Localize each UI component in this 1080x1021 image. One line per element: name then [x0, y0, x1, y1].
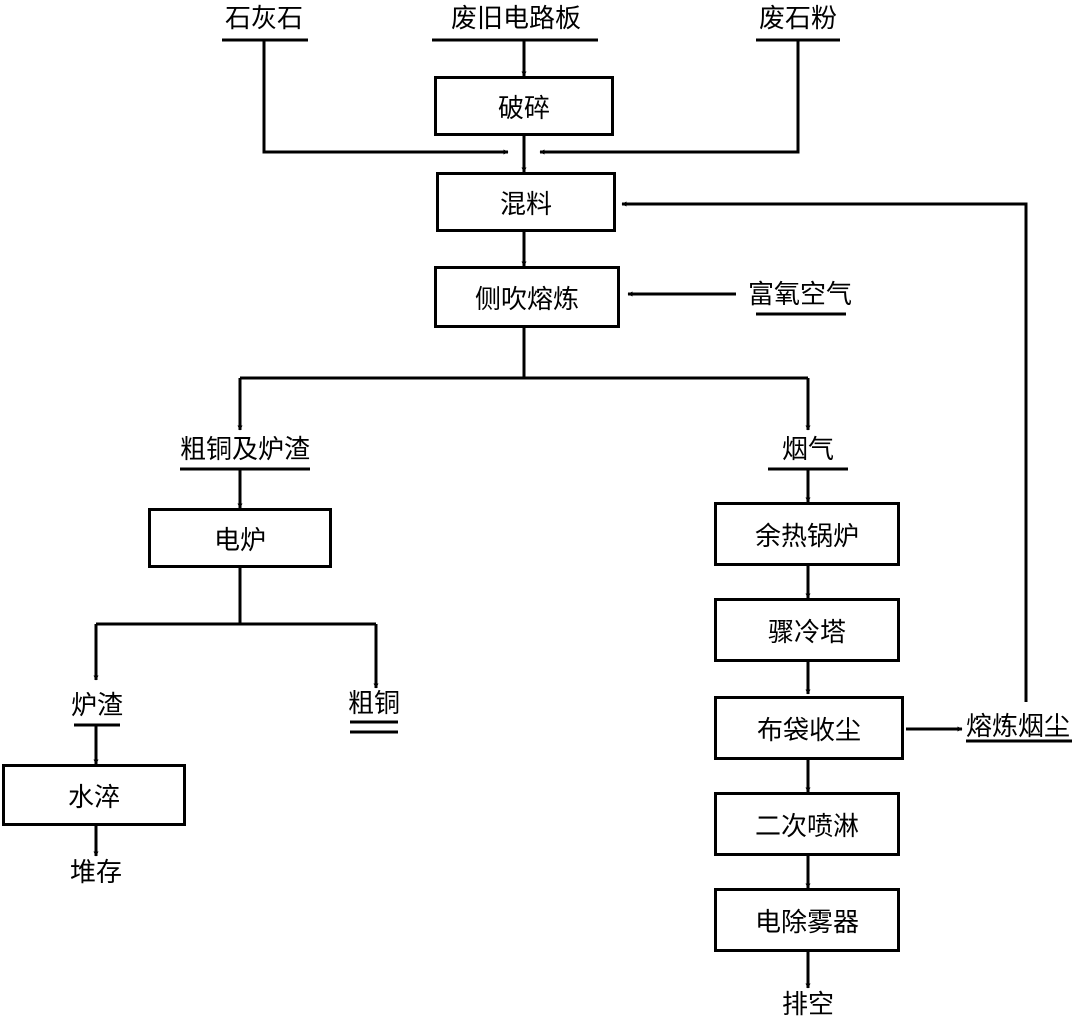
mixing-box: 混料 [436, 172, 616, 232]
flue-gas-label: 烟气 [781, 435, 835, 465]
storage-label: 堆存 [69, 858, 123, 888]
slag-label: 炉渣 [70, 691, 124, 721]
electric-furnace-box: 电炉 [148, 508, 332, 568]
split-connectors [237, 328, 811, 431]
mixing-label: 混料 [499, 189, 552, 220]
oxygen-air-label: 富氧空气 [748, 280, 853, 310]
dust-recycle-connector [621, 201, 1028, 702]
waste-heat-boiler-box: 余热锅炉 [714, 502, 900, 566]
secondary-spray-box: 二次喷淋 [714, 792, 900, 856]
electric-furnace-label: 电炉 [213, 525, 266, 556]
electric-demister-label: 电除雾器 [754, 907, 859, 938]
bag-dust-box: 布袋收尘 [714, 696, 904, 760]
water-quench-box: 水淬 [2, 764, 186, 826]
waste-pcb-label: 废旧电路板 [450, 4, 582, 34]
crushing-label: 破碎 [497, 93, 550, 124]
secondary-spray-label: 二次喷淋 [754, 811, 859, 842]
waste-stone-powder-label: 废石粉 [758, 4, 838, 34]
bag-dust-label: 布袋收尘 [756, 715, 861, 746]
water-quench-label: 水淬 [67, 782, 120, 813]
quench-tower-box: 骤冷塔 [714, 598, 900, 662]
crushing-box: 破碎 [434, 76, 614, 136]
main-trunk-connectors [262, 40, 800, 297]
side-blow-smelting-label: 侧吹熔炼 [474, 284, 579, 315]
left-branch-connectors [93, 469, 379, 857]
quench-tower-label: 骤冷塔 [767, 617, 846, 648]
electric-demister-box: 电除雾器 [714, 888, 900, 952]
crude-copper-slag-label: 粗铜及炉渣 [179, 435, 311, 465]
side-blow-smelting-box: 侧吹熔炼 [434, 266, 620, 328]
limestone-label: 石灰石 [224, 4, 304, 34]
crude-copper-label: 粗铜 [347, 689, 401, 719]
smelting-dust-label: 熔炼烟尘 [966, 712, 1071, 742]
exhaust-label: 排空 [781, 990, 835, 1020]
label-underlines [74, 38, 1072, 743]
right-branch-connectors [805, 469, 963, 989]
waste-heat-boiler-label: 余热锅炉 [754, 521, 859, 552]
